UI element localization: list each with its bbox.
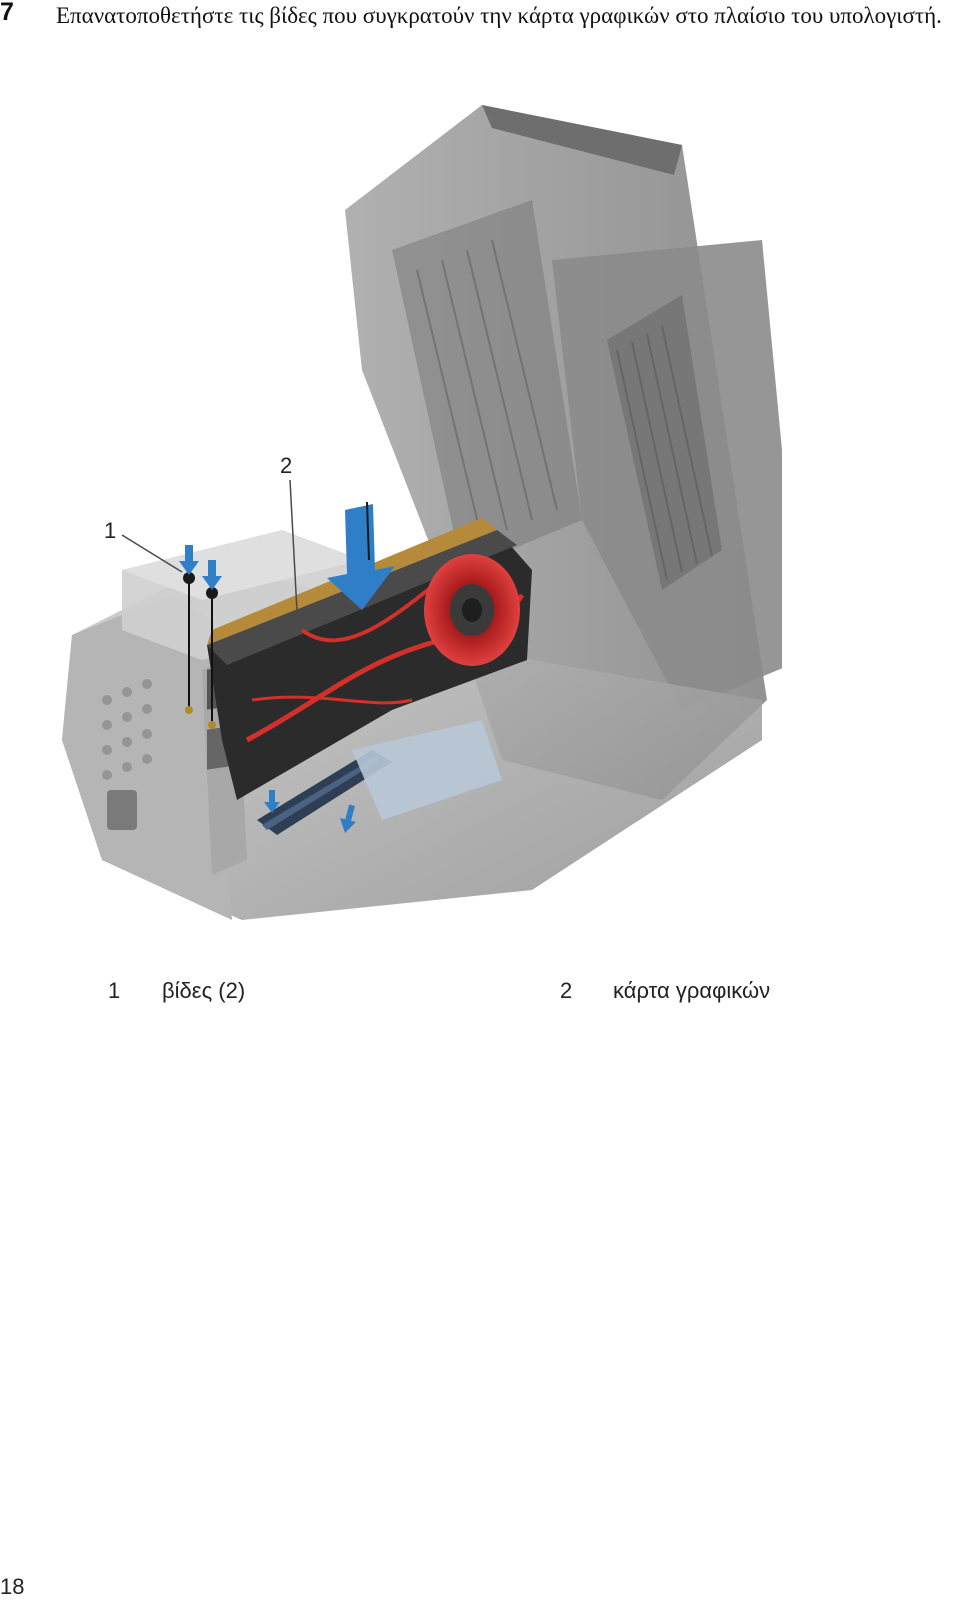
installation-arrow-icon bbox=[327, 501, 395, 610]
screw-2 bbox=[206, 587, 218, 729]
legend-number-1: 1 bbox=[108, 978, 121, 1003]
down-arrow-icon bbox=[179, 545, 356, 833]
callout-1-leader bbox=[121, 534, 183, 573]
legend-label-screws: βίδες (2) bbox=[162, 978, 246, 1003]
legend-number-2: 2 bbox=[560, 978, 573, 1003]
callout-2-leader bbox=[289, 479, 299, 631]
graphics-card-installation-figure: 1 2 bbox=[62, 105, 782, 920]
chassis-lid bbox=[345, 105, 782, 800]
callout-1: 1 bbox=[104, 518, 116, 543]
step-instruction: Επανατοποθετήστε τις βίδες που συγκρατού… bbox=[56, 3, 942, 28]
screw-1 bbox=[183, 572, 195, 714]
page-number: 18 bbox=[0, 1574, 25, 1599]
step-number: 7 bbox=[0, 0, 14, 26]
legend-label-graphics-card: κάρτα γραφικών bbox=[613, 978, 771, 1003]
callout-2: 2 bbox=[280, 453, 292, 478]
